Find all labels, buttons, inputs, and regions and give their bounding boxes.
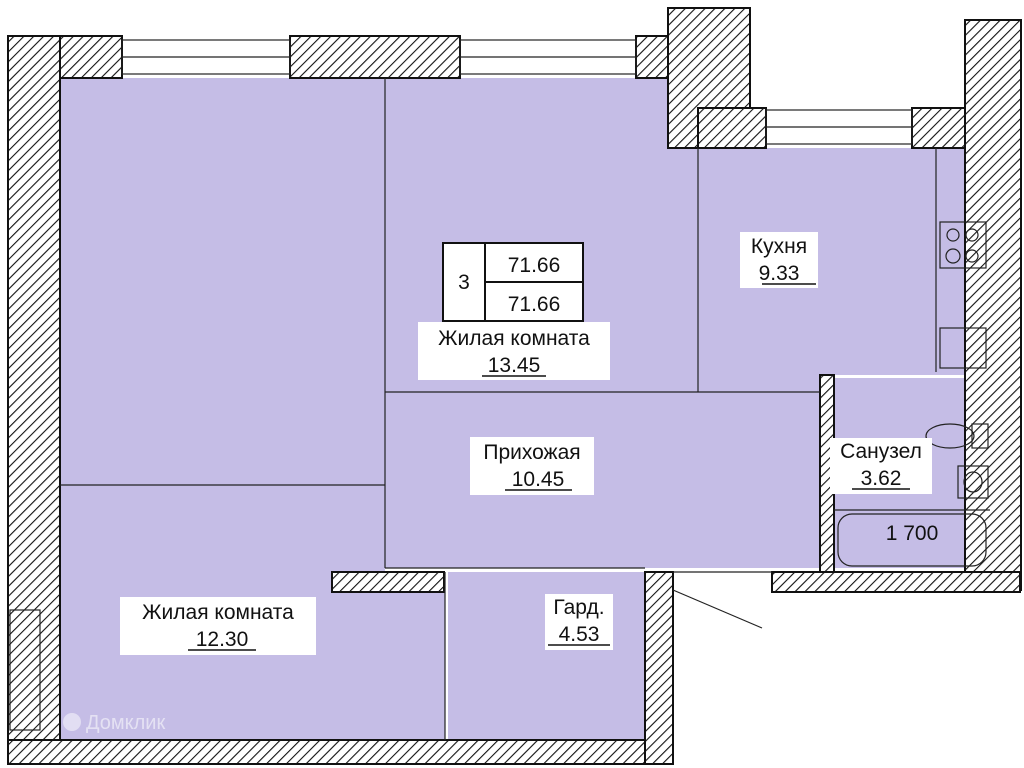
room-fill-large-left (60, 78, 385, 485)
room-area: 4.53 (559, 623, 600, 646)
room-name: Жилая комната (438, 327, 590, 350)
watermark-text: Домклик (86, 712, 165, 734)
wall-partition (331, 571, 445, 593)
room-label-bathroom: Санузел 3.62 (830, 438, 932, 494)
room-label-living-top: Жилая комната 13.45 (418, 322, 610, 380)
walls (7, 7, 1022, 765)
partitions (60, 78, 990, 740)
bathtub-icon (837, 513, 987, 567)
room-area: 3.62 (861, 467, 902, 490)
windows (9, 39, 913, 731)
kitchen-sink-icon (939, 327, 987, 369)
total-area: 71.66 (508, 254, 561, 277)
domclick-logo-icon (63, 713, 81, 731)
room-name: Кухня (751, 235, 807, 258)
window-left (9, 609, 41, 731)
apartment-info-box: 3 71.66 71.66 (442, 242, 584, 322)
room-name: Прихожая (483, 441, 580, 464)
wall-right (964, 19, 1022, 591)
wall-top-mid (289, 35, 461, 79)
wall-wardrobe-right (644, 571, 674, 765)
room-label-wardrobe: Гард. 4.53 (545, 594, 613, 650)
room-name: Санузел (840, 440, 922, 463)
stove-icon (939, 221, 987, 269)
room-fill-kitchen (698, 148, 992, 392)
room-name: Гард. (553, 596, 604, 619)
room-area: 9.33 (759, 262, 800, 285)
wall-top-left (59, 35, 123, 79)
kitchen-fixtures (935, 148, 987, 372)
living-area: 71.66 (508, 293, 561, 316)
wall-bottom (7, 739, 649, 765)
room-area: 13.45 (488, 354, 541, 377)
room-area: 10.45 (512, 468, 565, 491)
room-label-hallway: Прихожая 10.45 (470, 437, 594, 495)
bathtub-dimension: 1 700 (886, 522, 939, 545)
bathroom-fixtures (837, 423, 989, 567)
room-label-living-bottom: Жилая комната 12.30 (120, 597, 316, 655)
wall-bottom-right (771, 571, 1021, 593)
room-name: Жилая комната (142, 601, 294, 624)
room-fill-hallway (385, 392, 820, 568)
room-label-kitchen: Кухня 9.33 (740, 232, 818, 288)
entrance-door (672, 589, 763, 629)
room-area: 12.30 (196, 628, 249, 651)
toilet-icon (925, 423, 975, 449)
rooms-count: 3 (458, 271, 470, 294)
wall-kitchen-top-left (697, 107, 767, 149)
watermark: Домклик (63, 712, 165, 734)
wall-left (7, 35, 61, 753)
washbasin-icon (957, 465, 989, 499)
